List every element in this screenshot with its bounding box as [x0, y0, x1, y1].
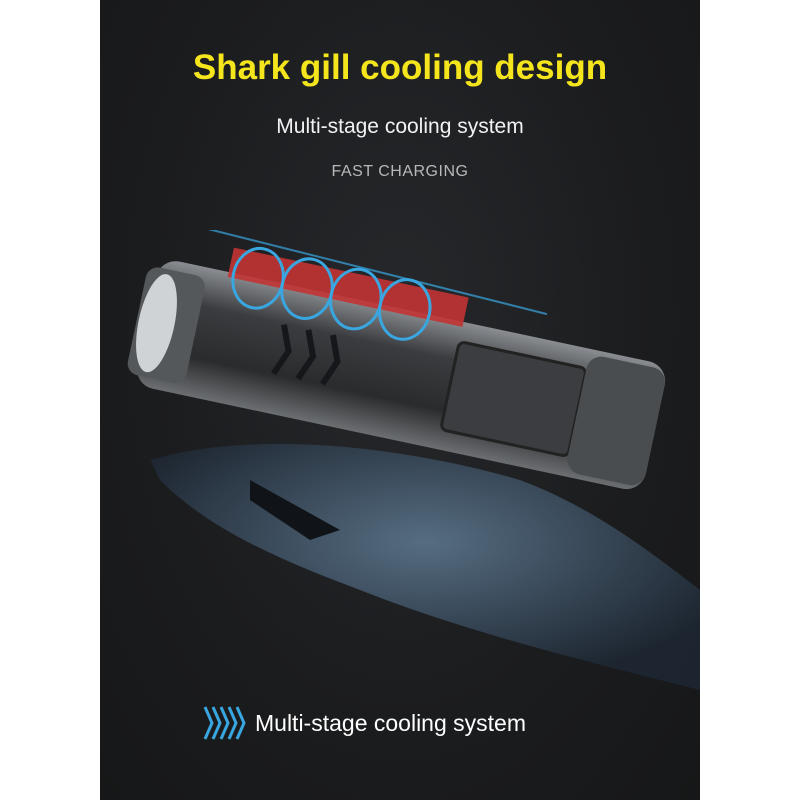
flashlight-shark-illustration: [127, 230, 700, 690]
footer-feature: Multi-stage cooling system: [203, 704, 526, 742]
tagline: FAST CHARGING: [331, 163, 469, 180]
headline: Shark gill cooling design: [192, 48, 608, 87]
chevrons-right-icon: [203, 706, 246, 740]
subheadline: Multi-stage cooling system: [276, 115, 524, 138]
flashlight: [127, 230, 666, 490]
footer-label: Multi-stage cooling system: [255, 709, 526, 736]
